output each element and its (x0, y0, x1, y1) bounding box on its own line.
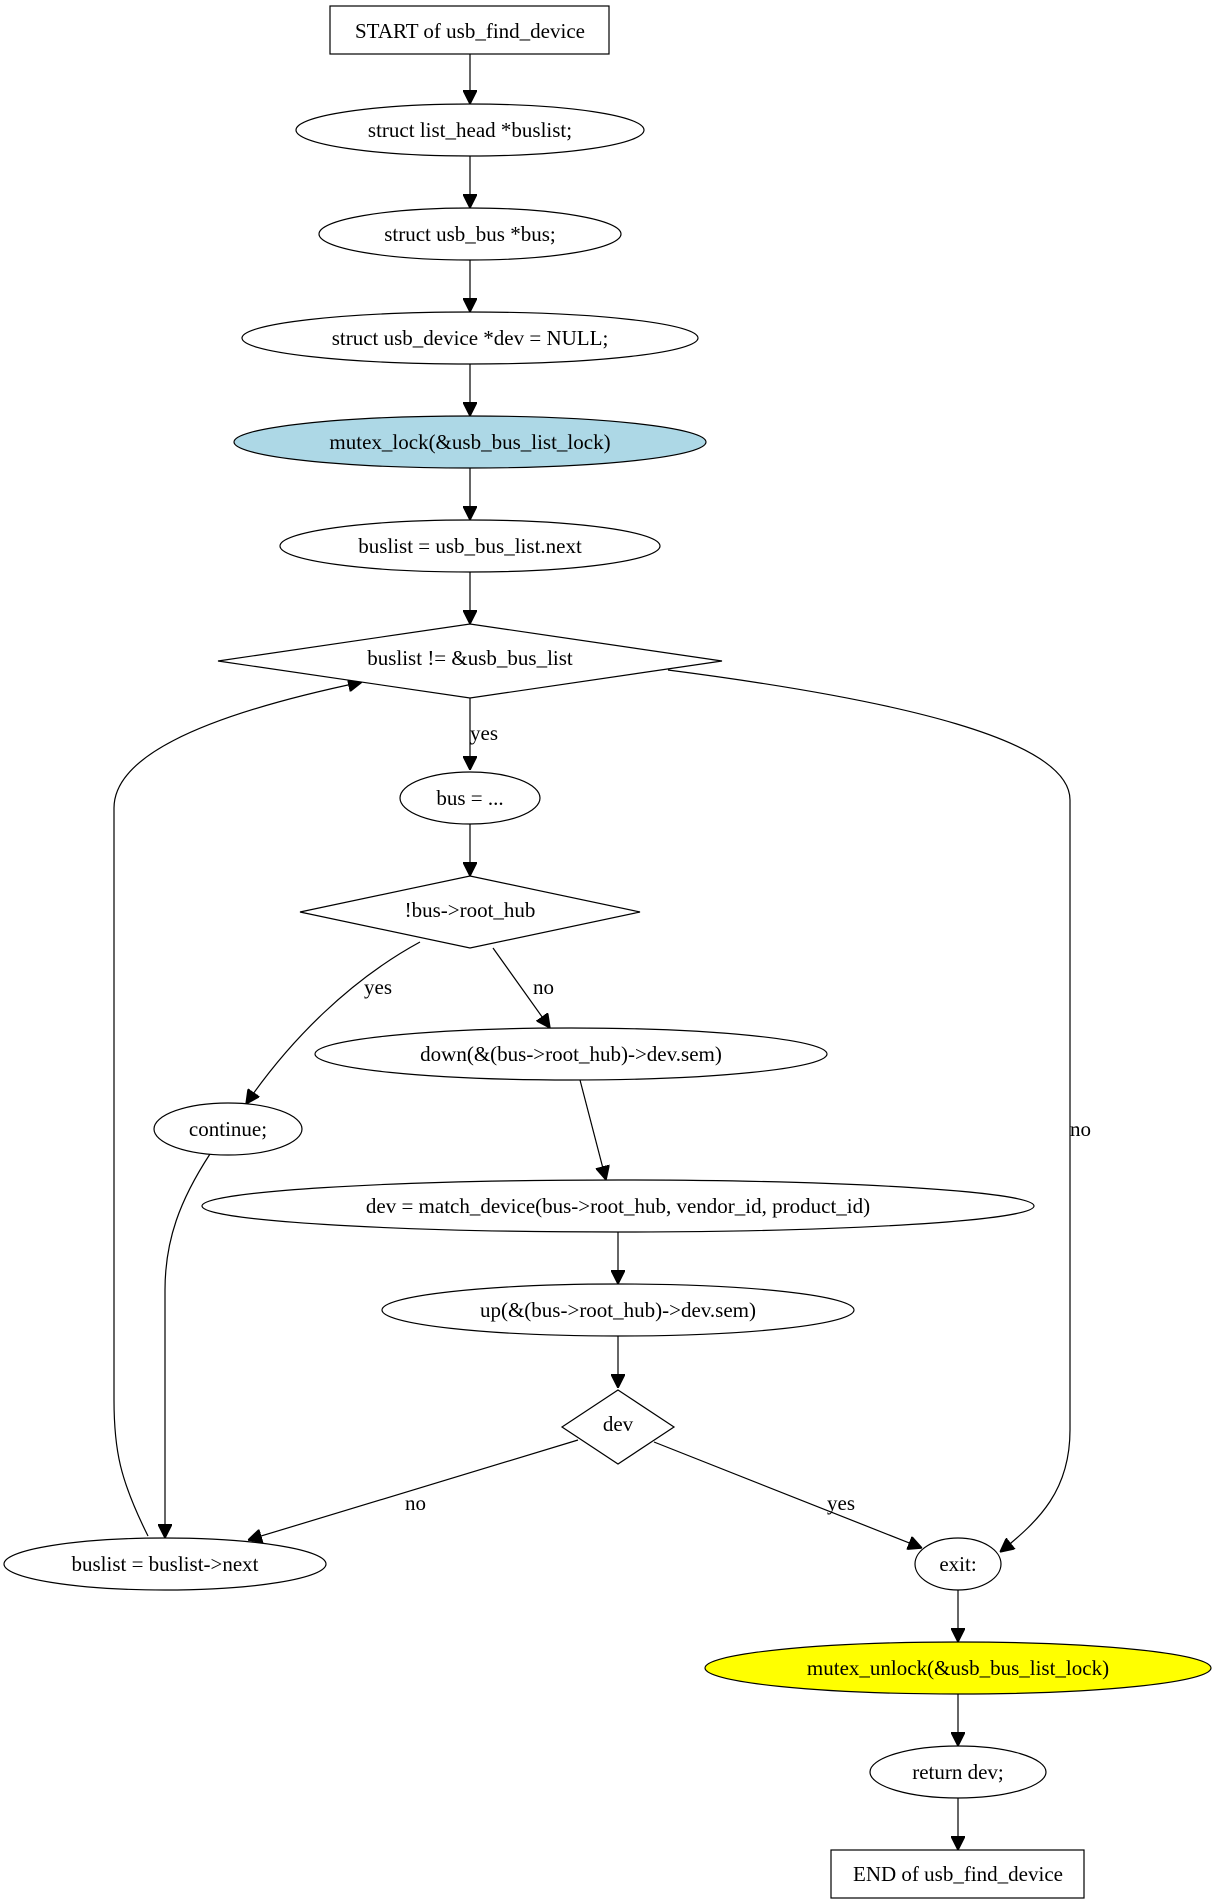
node-bus-decl: struct usb_bus *bus; (318, 207, 622, 261)
node-up: up(&(bus->root_hub)->dev.sem) (381, 1283, 855, 1337)
node-match-shape (201, 1179, 1035, 1233)
node-buslist-init-shape (279, 519, 661, 573)
node-mutex-unlock-shape (704, 1641, 1212, 1695)
nodes: START of usb_find_device struct list_hea… (3, 5, 1212, 1899)
node-match: dev = match_device(bus->root_hub, vendor… (201, 1179, 1035, 1233)
node-up-label: up(&(bus->root_hub)->dev.sem) (480, 1298, 756, 1322)
node-return-shape (869, 1745, 1047, 1799)
node-dev-cond-shape (560, 1389, 676, 1465)
edge-label-hub-no: no (533, 975, 554, 999)
node-bus-decl-label: struct usb_bus *bus; (384, 222, 556, 246)
node-buslist-decl-label: struct list_head *buslist; (368, 118, 572, 142)
node-mutex-unlock: mutex_unlock(&usb_bus_list_lock) (704, 1641, 1212, 1695)
node-mutex-unlock-label: mutex_unlock(&usb_bus_list_lock) (807, 1656, 1109, 1680)
edge-loop-cond-to-exit (667, 669, 1071, 1552)
node-root-hub-cond-shape (299, 875, 641, 949)
node-buslist-next-label: buslist = buslist->next (71, 1552, 258, 1576)
node-mutex-lock-label: mutex_lock(&usb_bus_list_lock) (329, 430, 610, 454)
node-continue-label: continue; (189, 1117, 267, 1141)
node-end-box (830, 1849, 1085, 1899)
node-down-shape (314, 1027, 828, 1081)
edge-labels: yes no yes no no yes (364, 721, 1091, 1515)
node-dev-cond-label: dev (603, 1412, 634, 1436)
node-bus-decl-shape (318, 207, 622, 261)
edge-dev-cond-to-buslist-next (248, 1439, 579, 1540)
edge-label-dev-yes: yes (827, 1491, 855, 1515)
node-dev-decl: struct usb_device *dev = NULL; (241, 311, 699, 365)
node-buslist-next: buslist = buslist->next (3, 1537, 327, 1591)
edge-label-loop-yes: yes (470, 721, 498, 745)
edge-root-hub-cond-to-down (492, 947, 550, 1028)
edge-label-hub-yes: yes (364, 975, 392, 999)
node-down-label: down(&(bus->root_hub)->dev.sem) (420, 1042, 722, 1066)
node-continue-shape (153, 1102, 303, 1156)
node-return-label: return dev; (912, 1760, 1004, 1784)
node-loop-cond: buslist != &usb_bus_list (217, 623, 723, 699)
node-dev-decl-shape (241, 311, 699, 365)
node-bus-assign-label: bus = ... (436, 786, 503, 810)
node-mutex-lock: mutex_lock(&usb_bus_list_lock) (233, 415, 707, 469)
node-end-label: END of usb_find_device (853, 1862, 1063, 1886)
node-return: return dev; (869, 1745, 1047, 1799)
node-root-hub-cond-label: !bus->root_hub (405, 898, 536, 922)
edge-dev-cond-to-exit (653, 1441, 922, 1548)
node-loop-cond-label: buslist != &usb_bus_list (367, 646, 573, 670)
node-match-label: dev = match_device(bus->root_hub, vendor… (366, 1194, 870, 1218)
node-start: START of usb_find_device (329, 5, 610, 55)
node-bus-assign: bus = ... (399, 771, 541, 825)
node-buslist-next-shape (3, 1537, 327, 1591)
node-start-label: START of usb_find_device (355, 19, 585, 43)
node-up-shape (381, 1283, 855, 1337)
node-bus-assign-shape (399, 771, 541, 825)
edges (113, 54, 1071, 1850)
node-exit: exit: (914, 1537, 1002, 1591)
edge-label-loop-no: no (1070, 1117, 1091, 1141)
node-start-box (329, 5, 610, 55)
node-exit-label: exit: (939, 1552, 976, 1576)
node-continue: continue; (153, 1102, 303, 1156)
node-exit-shape (914, 1537, 1002, 1591)
node-buslist-init-label: buslist = usb_bus_list.next (358, 534, 582, 558)
node-mutex-lock-shape (233, 415, 707, 469)
node-loop-cond-shape (217, 623, 723, 699)
node-buslist-decl-shape (295, 103, 645, 157)
node-root-hub-cond: !bus->root_hub (299, 875, 641, 949)
edge-continue-to-buslist-next (165, 1153, 211, 1538)
node-buslist-init: buslist = usb_bus_list.next (279, 519, 661, 573)
node-dev-cond: dev (560, 1389, 676, 1465)
node-down: down(&(bus->root_hub)->dev.sem) (314, 1027, 828, 1081)
edge-root-hub-cond-to-continue (246, 941, 421, 1104)
edge-down-to-match (579, 1079, 606, 1180)
edge-label-dev-no: no (405, 1491, 426, 1515)
node-buslist-decl: struct list_head *buslist; (295, 103, 645, 157)
node-end: END of usb_find_device (830, 1849, 1085, 1899)
edge-buslist-next-back-to-loop-cond (113, 682, 362, 1537)
node-dev-decl-label: struct usb_device *dev = NULL; (332, 326, 609, 350)
